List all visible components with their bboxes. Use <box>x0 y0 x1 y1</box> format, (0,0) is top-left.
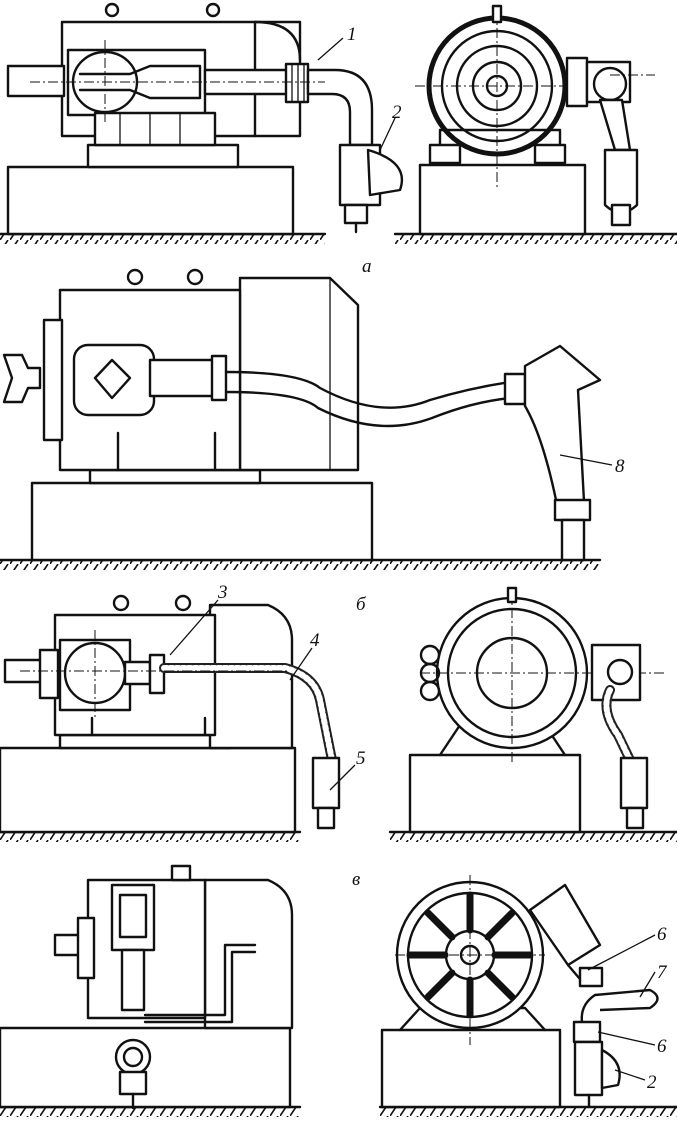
label-8: 8 <box>615 456 625 477</box>
label-5: 5 <box>356 748 366 769</box>
panel-v-side-view <box>0 864 302 1117</box>
label-2-top: 2 <box>392 102 402 123</box>
label-1: 1 <box>347 24 357 45</box>
unit-6-lower <box>572 1020 602 1044</box>
cyclone-8 <box>523 344 602 522</box>
panel-b2-front-view <box>388 586 677 842</box>
foundation-block-b <box>30 481 374 562</box>
panel-b2-side-view <box>0 594 341 842</box>
callout-lines <box>169 37 656 1081</box>
handwheel <box>2 353 42 404</box>
flange-3 <box>148 653 166 695</box>
foundation-block <box>6 165 295 236</box>
label-6-upper: 6 <box>657 924 667 945</box>
pump-casing-b <box>72 343 156 417</box>
flange-1 <box>284 62 310 104</box>
label-6-lower: 6 <box>657 1036 667 1057</box>
panel-v-front-view <box>378 875 677 1117</box>
label-7: 7 <box>657 962 668 983</box>
caption-v: в <box>352 869 360 890</box>
pipe-7 <box>594 988 659 1012</box>
caption-a: а <box>362 256 372 277</box>
label-2-bottom: 2 <box>647 1072 657 1093</box>
panel-a-side-view <box>0 2 404 244</box>
panel-b-side-view <box>0 268 613 570</box>
unit-6-upper <box>528 883 602 967</box>
panel-a-front-view <box>393 4 677 244</box>
shaft-end <box>6 64 66 98</box>
motor-b2 <box>208 603 294 750</box>
device-2-bottom <box>573 1040 604 1097</box>
caption-b: б <box>356 594 367 615</box>
discharge-elbow <box>306 68 374 147</box>
label-4: 4 <box>310 630 320 651</box>
unit-5 <box>311 756 341 810</box>
label-3: 3 <box>217 582 228 603</box>
